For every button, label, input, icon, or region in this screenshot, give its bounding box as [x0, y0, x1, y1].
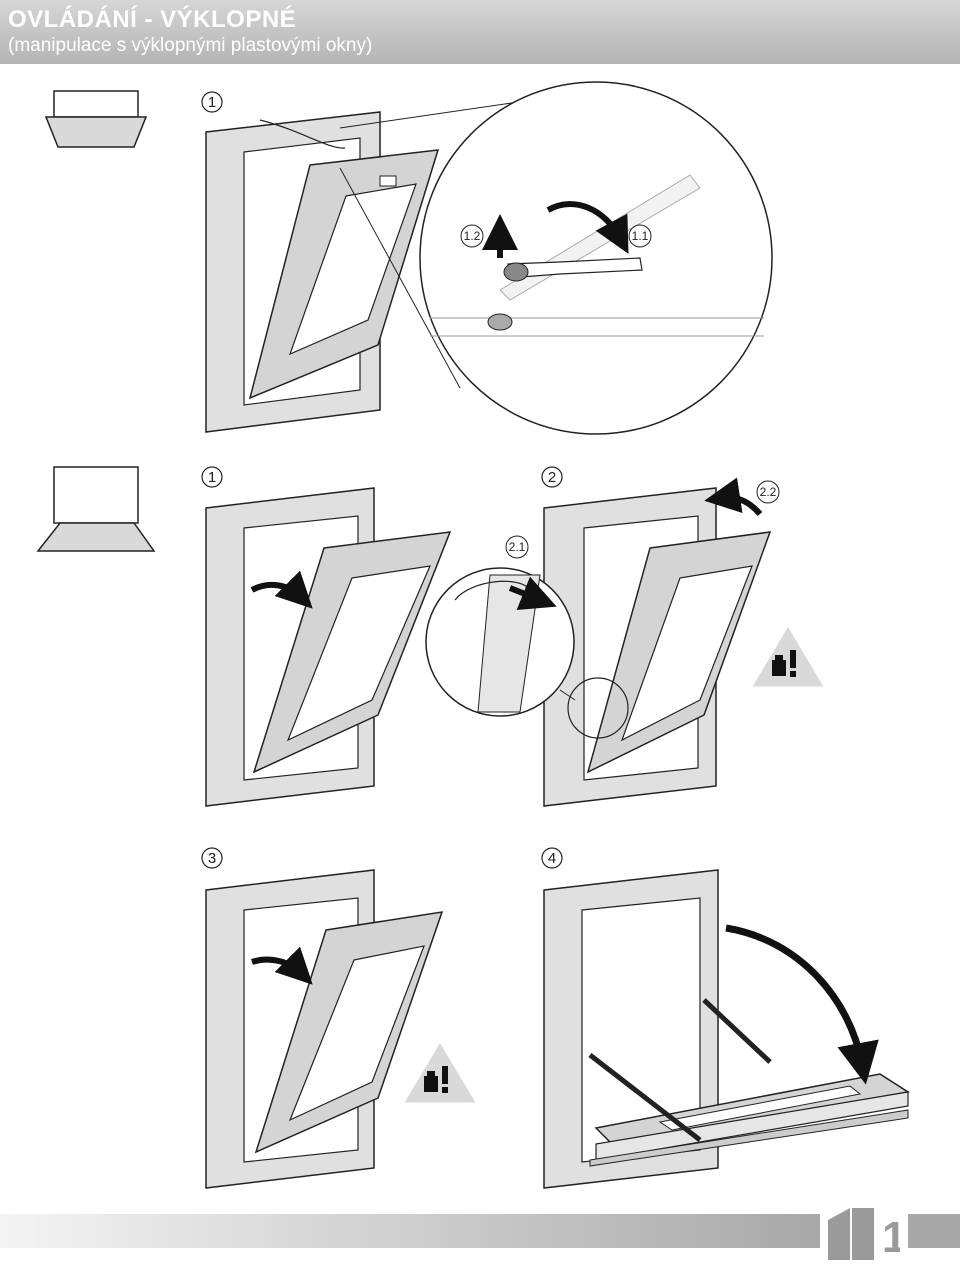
step-4-badge: 4 — [541, 847, 563, 869]
detail-circle-middle — [425, 567, 575, 717]
tilt-window-icon-middle — [36, 466, 156, 552]
svg-text:2.2: 2.2 — [760, 485, 777, 499]
window-frame-top — [205, 111, 440, 433]
step-1-badge-top: 1 — [201, 91, 223, 113]
window-step-2-middle — [543, 477, 772, 807]
step-3-badge: 3 — [201, 847, 223, 869]
window-step-4 — [543, 869, 911, 1189]
page-title: OVLÁDÁNÍ - VÝKLOPNÉ — [8, 6, 297, 33]
step-2-badge-middle: 2 — [541, 466, 563, 488]
svg-text:3: 3 — [208, 850, 216, 867]
footer-bar — [0, 1214, 820, 1248]
callout-1-2: 1.2 — [460, 224, 484, 248]
svg-text:2.1: 2.1 — [509, 540, 526, 554]
callout-1-1: 1.1 — [628, 224, 652, 248]
tilt-window-icon-top — [44, 90, 148, 148]
page-header: OVLÁDÁNÍ - VÝKLOPNÉ (manipulace s výklop… — [0, 0, 960, 64]
step-1-badge-middle: 1 — [201, 466, 223, 488]
callout-2-2: 2.2 — [756, 480, 780, 504]
window-step-3 — [205, 869, 444, 1189]
page-subtitle: (manipulace s výklopnými plastovými okny… — [8, 35, 373, 56]
svg-text:2: 2 — [548, 469, 556, 486]
warning-weight-icon-bottom — [399, 1037, 481, 1106]
page-number-badge: 1 — [828, 1208, 900, 1260]
detail-circle-top — [419, 81, 773, 435]
window-step-1-middle — [205, 487, 452, 807]
callout-2-1: 2.1 — [505, 535, 529, 559]
page-number: 1 — [882, 1213, 900, 1260]
svg-text:1.1: 1.1 — [632, 229, 649, 243]
svg-text:1: 1 — [208, 469, 216, 486]
warning-weight-icon-middle — [747, 621, 829, 690]
svg-text:4: 4 — [548, 850, 556, 867]
footer-bar-right — [908, 1214, 960, 1248]
svg-text:1: 1 — [208, 94, 216, 111]
svg-text:1.2: 1.2 — [464, 229, 481, 243]
